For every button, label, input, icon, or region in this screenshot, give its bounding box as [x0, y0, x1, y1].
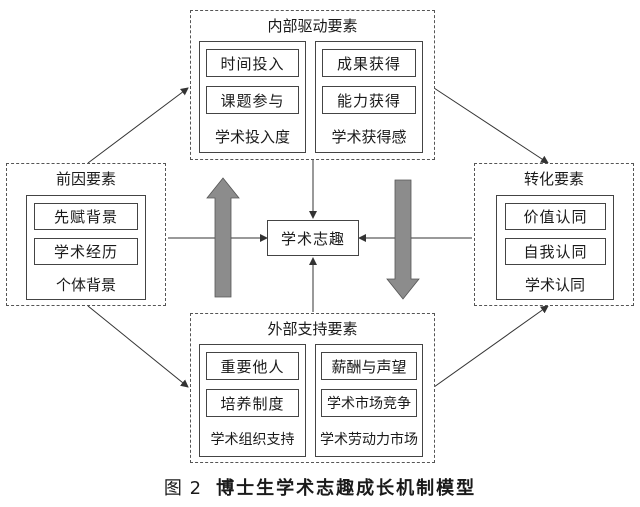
arrow-internal-to-transform [433, 87, 549, 164]
item-ascribed-background: 先赋背景 [34, 203, 138, 230]
figure-caption-text: 博士生学术志趣成长机制模型 [216, 478, 477, 499]
academic-organization-support-label: 学术组织支持 [210, 432, 295, 448]
academic-investment-group: 时间投入 课题参与 学术投入度 [199, 41, 306, 153]
item-self-identity: 自我认同 [505, 238, 606, 265]
item-significant-others: 重要他人 [206, 352, 299, 380]
item-ability-gain: 能力获得 [322, 86, 416, 114]
arrow-antecedent-to-external [87, 305, 189, 388]
item-market-competition: 学术市场竞争 [321, 389, 417, 417]
academic-interest-node: 学术志趣 [267, 220, 359, 256]
item-salary-prestige: 薪酬与声望 [321, 352, 417, 380]
academic-investment-label: 学术投入度 [214, 128, 290, 146]
academic-gain-label: 学术获得感 [331, 128, 407, 146]
item-time-investment: 时间投入 [206, 49, 299, 77]
antecedent-factors-title: 前因要素 [55, 170, 116, 188]
thick-up-arrow [206, 177, 240, 298]
figure-number: 图 2 [163, 478, 203, 499]
academic-identity-label: 学术认同 [524, 276, 585, 294]
thick-down-arrow [386, 179, 420, 300]
antecedent-factors-box: 前因要素 先赋背景 学术经历 个体背景 [6, 163, 166, 306]
item-achievement-gain: 成果获得 [322, 49, 416, 77]
individual-background-group: 先赋背景 学术经历 个体背景 [26, 195, 146, 300]
item-value-identity: 价值认同 [505, 203, 606, 230]
individual-background-label: 个体背景 [55, 276, 116, 294]
academic-organization-support-group: 重要他人 培养制度 学术组织支持 [199, 344, 306, 457]
internal-factors-title: 内部驱动要素 [267, 17, 358, 35]
transformation-factors-title: 转化要素 [523, 170, 584, 188]
external-factors-box: 外部支持要素 重要他人 培养制度 学术组织支持 薪酬与声望 学术市场竞争 学术劳… [190, 313, 435, 463]
arrow-external-to-transform [433, 305, 549, 388]
transformation-factors-box: 转化要素 价值认同 自我认同 学术认同 [474, 163, 634, 306]
arrow-antecedent-to-internal [87, 87, 189, 164]
internal-factors-box: 内部驱动要素 时间投入 课题参与 学术投入度 成果获得 能力获得 学术获得感 [190, 10, 435, 160]
item-training-system: 培养制度 [206, 389, 299, 417]
external-factors-title: 外部支持要素 [267, 320, 358, 338]
academic-labor-market-label: 学术劳动力市场 [320, 432, 418, 448]
academic-identity-group: 价值认同 自我认同 学术认同 [496, 195, 614, 300]
academic-gain-group: 成果获得 能力获得 学术获得感 [315, 41, 423, 153]
academic-labor-market-group: 薪酬与声望 学术市场竞争 学术劳动力市场 [315, 344, 423, 457]
item-academic-experience: 学术经历 [34, 238, 138, 265]
figure-caption: 图 2 博士生学术志趣成长机制模型 [0, 474, 640, 500]
item-project-participation: 课题参与 [206, 86, 299, 114]
